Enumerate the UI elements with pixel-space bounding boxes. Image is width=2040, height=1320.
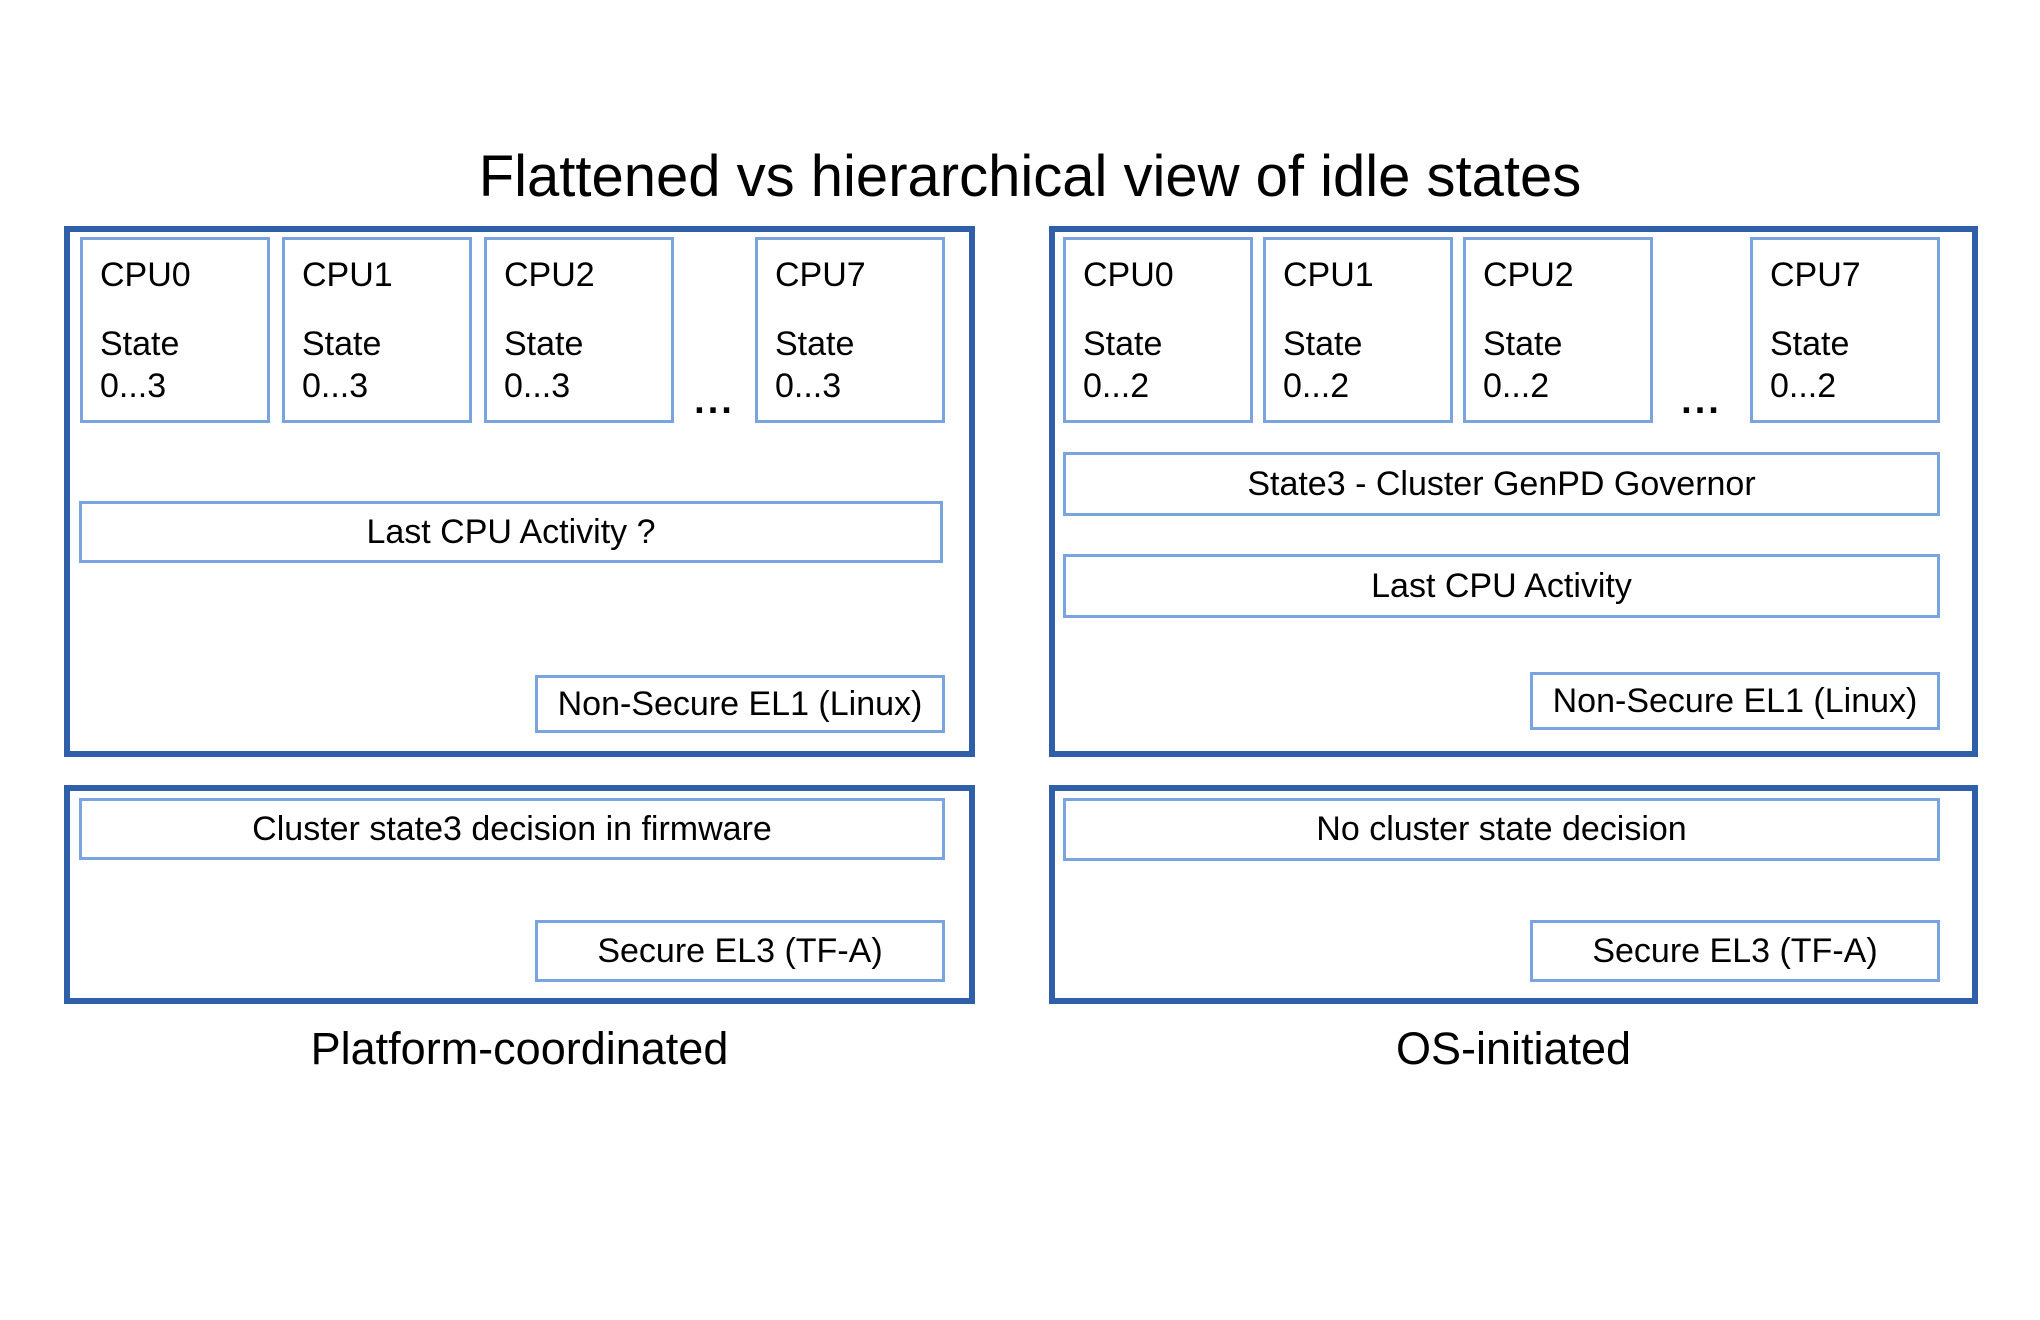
- secure-el3-box-right: Secure EL3 (TF-A): [1530, 920, 1940, 982]
- right-secure-panel: No cluster state decision Secure EL3 (TF…: [1049, 785, 1978, 1004]
- cpu-state-range: 0...3: [504, 366, 571, 405]
- cpu-label: CPU1: [302, 256, 393, 294]
- cpu-box-left-7: CPU7 State 0...3: [755, 237, 945, 423]
- cluster-decision-box-right: No cluster state decision: [1063, 798, 1940, 861]
- last-cpu-activity-box-right: Last CPU Activity: [1063, 554, 1940, 618]
- genpd-governor-box: State3 - Cluster GenPD Governor: [1063, 452, 1940, 516]
- cpu-box-left-2: CPU2 State 0...3: [484, 237, 674, 423]
- cpu-state-range: 0...3: [775, 366, 842, 405]
- cpu-state: State 0...2: [1083, 323, 1244, 407]
- cpu-box-right-2: CPU2 State 0...2: [1463, 237, 1653, 423]
- cpu-box-right-0: CPU0 State 0...2: [1063, 237, 1253, 423]
- cpu-state: State 0...3: [302, 323, 463, 407]
- cpu-label: CPU0: [100, 256, 191, 294]
- left-nonsecure-panel: CPU0 State 0...3 CPU1 State 0...3 CPU2 S…: [64, 226, 975, 757]
- cpu-state-label: State: [1770, 324, 1850, 363]
- nonsecure-el1-box-left: Non-Secure EL1 (Linux): [535, 675, 945, 733]
- slide-title: Flattened vs hierarchical view of idle s…: [478, 144, 1582, 209]
- cpu-box-right-7: CPU7 State 0...2: [1750, 237, 1940, 423]
- last-cpu-activity-box-left: Last CPU Activity ?: [79, 501, 943, 563]
- cpu-state-range: 0...2: [1770, 366, 1837, 405]
- nonsecure-el1-box-right: Non-Secure EL1 (Linux): [1530, 672, 1940, 730]
- secure-el3-box-left: Secure EL3 (TF-A): [535, 920, 945, 982]
- cpu-state-label: State: [100, 324, 180, 363]
- left-secure-panel: Cluster state3 decision in firmware Secu…: [64, 785, 975, 1004]
- cpu-state: State 0...2: [1770, 323, 1931, 407]
- cpu-ellipsis-right: ...: [1681, 380, 1722, 422]
- cpu-label: CPU7: [775, 256, 866, 294]
- cpu-state: State 0...3: [100, 323, 261, 407]
- cpu-state-range: 0...3: [100, 366, 167, 405]
- cpu-state-range: 0...2: [1283, 366, 1350, 405]
- cpu-ellipsis-left: ...: [694, 380, 735, 422]
- cpu-state: State 0...3: [504, 323, 665, 407]
- right-nonsecure-panel: CPU0 State 0...2 CPU1 State 0...2 CPU2 S…: [1049, 226, 1978, 757]
- cpu-state: State 0...3: [775, 323, 936, 407]
- cpu-state-label: State: [302, 324, 382, 363]
- cpu-state-label: State: [775, 324, 855, 363]
- cpu-label: CPU2: [1483, 256, 1574, 294]
- cpu-state-range: 0...3: [302, 366, 369, 405]
- cpu-state: State 0...2: [1483, 323, 1644, 407]
- cpu-label: CPU0: [1083, 256, 1174, 294]
- caption-os-initiated: OS-initiated: [1395, 1023, 1632, 1074]
- cpu-box-right-1: CPU1 State 0...2: [1263, 237, 1453, 423]
- cpu-state-label: State: [1283, 324, 1363, 363]
- cpu-state-label: State: [504, 324, 584, 363]
- caption-platform-coordinated: Platform-coordinated: [310, 1023, 729, 1074]
- cpu-state-range: 0...2: [1083, 366, 1150, 405]
- cpu-label: CPU2: [504, 256, 595, 294]
- cpu-state-range: 0...2: [1483, 366, 1550, 405]
- cpu-state-label: State: [1083, 324, 1163, 363]
- cpu-box-left-0: CPU0 State 0...3: [80, 237, 270, 423]
- cpu-state: State 0...2: [1283, 323, 1444, 407]
- cpu-label: CPU1: [1283, 256, 1374, 294]
- cpu-state-label: State: [1483, 324, 1563, 363]
- cluster-decision-box-left: Cluster state3 decision in firmware: [79, 798, 945, 860]
- cpu-box-left-1: CPU1 State 0...3: [282, 237, 472, 423]
- cpu-label: CPU7: [1770, 256, 1861, 294]
